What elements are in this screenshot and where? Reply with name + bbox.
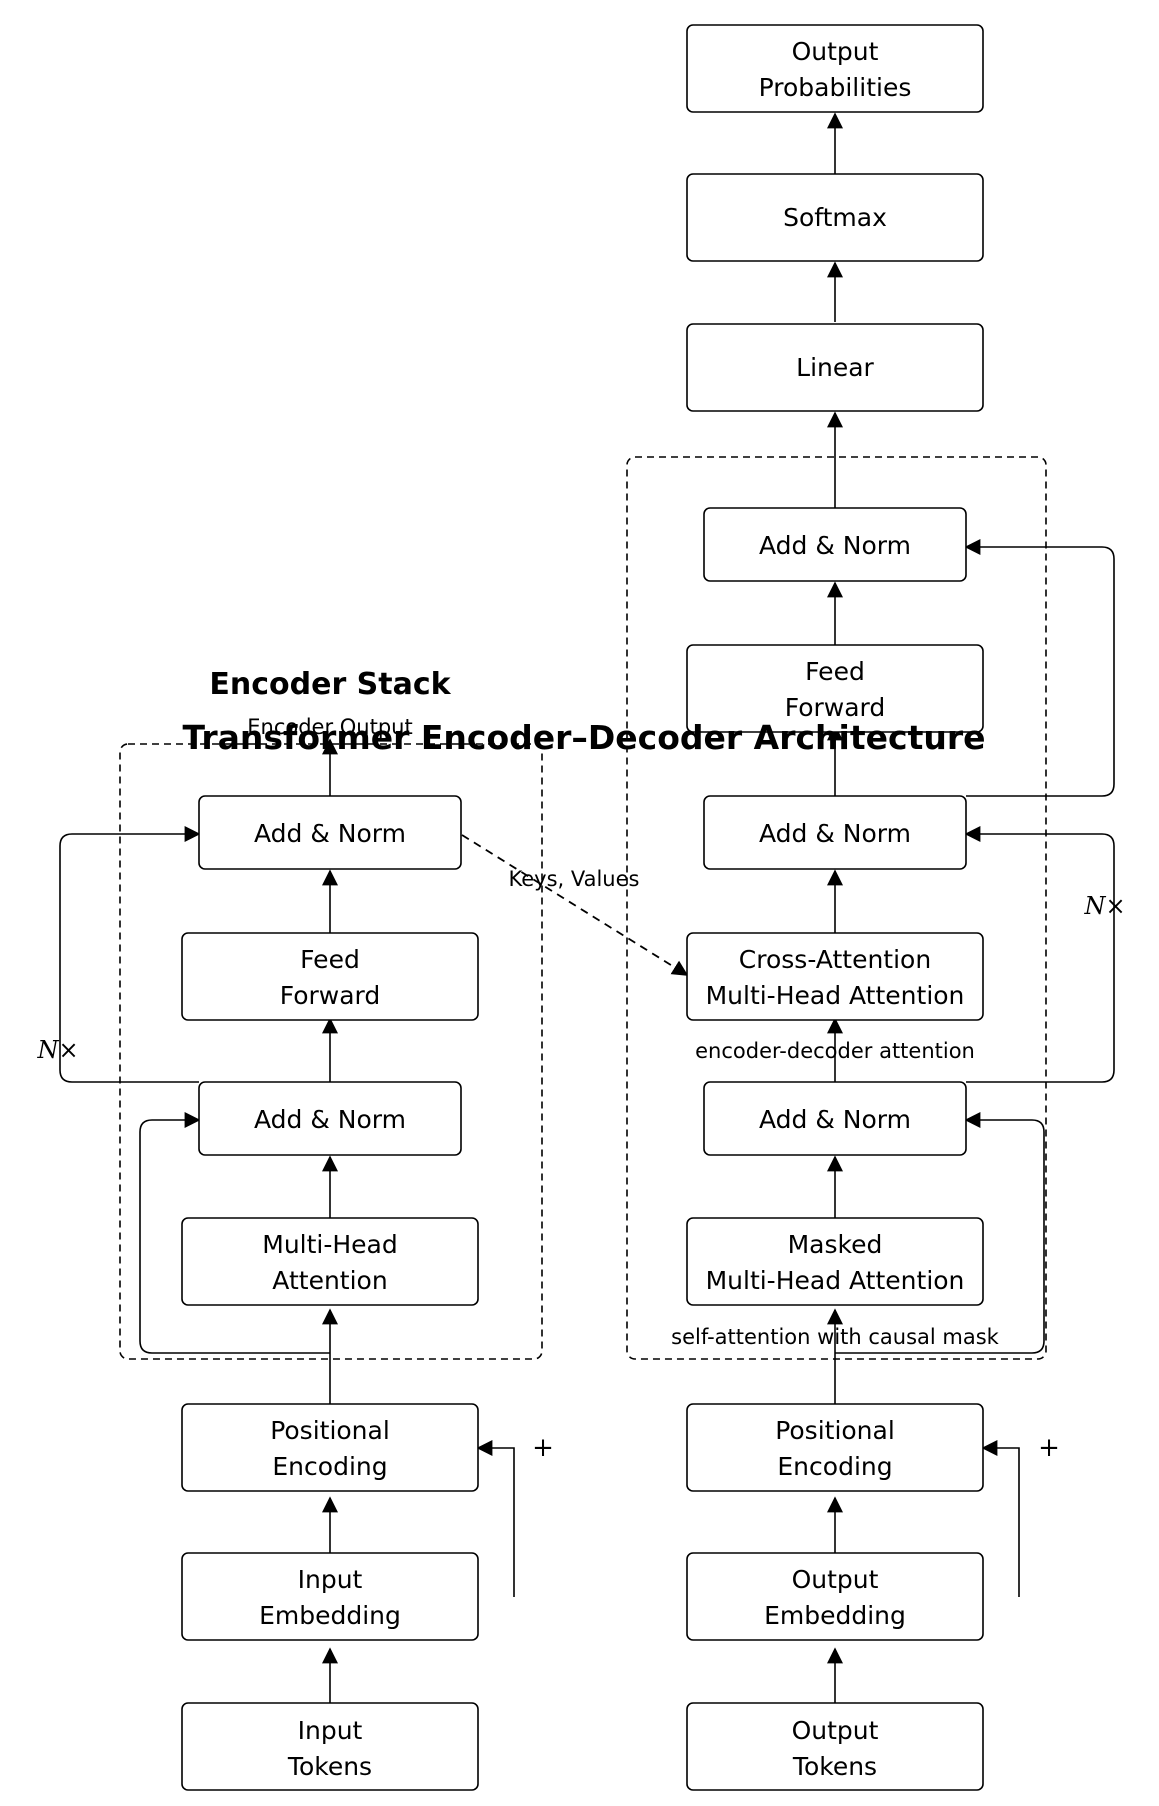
encoder-tokens-line2: Tokens [287, 1752, 372, 1781]
decoder-norm2-line1: Add & Norm [759, 819, 911, 848]
decoder-probabilities-line2: Probabilities [759, 73, 912, 102]
decoder-norm3-line1: Add & Norm [759, 531, 911, 560]
svg-text:Softmax: Softmax [783, 203, 887, 232]
decoder-tokens-line2: Tokens [792, 1752, 877, 1781]
encoder-stack-heading: Encoder Stack [209, 667, 451, 702]
svg-text:Add & Norm: Add & Norm [759, 1105, 911, 1134]
encoder-output-label: Encoder Output [247, 715, 412, 739]
decoder-linear-line1: Linear [796, 353, 874, 382]
encoder-ffn-line2: Forward [280, 981, 381, 1010]
decoder-add-norm-3-box: Add & Norm [703, 507, 967, 582]
decoder-ffn-line2: Forward [785, 693, 886, 722]
encoder-wires [59, 738, 515, 1703]
cross-attention-note: encoder-decoder attention [695, 1039, 975, 1063]
keys-values-label: Keys, Values [509, 867, 640, 891]
encoder-repeat-label: N× [36, 1036, 78, 1064]
encoder-add-norm-2-box: Add & Norm [198, 795, 462, 870]
decoder-probabilities-line1: Output [792, 37, 879, 66]
diagram-title: Transformer Encoder–Decoder Architecture [182, 718, 985, 757]
decoder-embedding-line1: Output [792, 1565, 879, 1594]
keys-values-arrow [461, 834, 689, 976]
decoder-linear-box: Linear [686, 323, 984, 412]
decoder-positional-line1: Positional [775, 1416, 895, 1445]
decoder-plus-sign: + [1038, 1433, 1060, 1463]
svg-text:Add & Norm: Add & Norm [254, 819, 406, 848]
svg-text:Add & Norm: Add & Norm [759, 819, 911, 848]
encoder-attention-line1: Multi-Head [262, 1230, 398, 1259]
decoder-norm1-line1: Add & Norm [759, 1105, 911, 1134]
decoder-cross-line2: Multi-Head Attention [706, 981, 965, 1010]
decoder-wires [827, 112, 1115, 1703]
decoder-repeat-label: N× [1083, 892, 1125, 920]
encoder-positional-line1: Positional [270, 1416, 390, 1445]
decoder-tokens-line1: Output [792, 1716, 879, 1745]
encoder-norm1-line1: Add & Norm [254, 1105, 406, 1134]
encoder-ffn-line1: Feed [300, 945, 360, 974]
decoder-masked-line2: Multi-Head Attention [706, 1266, 965, 1295]
encoder-attention-line2: Attention [272, 1266, 387, 1295]
svg-text:Add & Norm: Add & Norm [254, 1105, 406, 1134]
encoder-add-norm-1-box: Add & Norm [198, 1081, 462, 1156]
encoder-tokens-line1: Input [298, 1716, 363, 1745]
encoder-plus-sign: + [532, 1433, 554, 1463]
svg-text:Add & Norm: Add & Norm [759, 531, 911, 560]
decoder-embedding-line2: Embedding [764, 1601, 906, 1630]
encoder-embedding-line1: Input [298, 1565, 363, 1594]
self-attention-note: self-attention with causal mask [671, 1325, 1000, 1349]
encoder-positional-line2: Encoding [272, 1452, 387, 1481]
encoder-embedding-line2: Embedding [259, 1601, 401, 1630]
decoder-masked-line1: Masked [788, 1230, 883, 1259]
decoder-cross-line1: Cross-Attention [739, 945, 931, 974]
decoder-stack-frame [626, 456, 1047, 1360]
decoder-add-norm-1-box: Add & Norm [703, 1081, 967, 1156]
decoder-softmax-line1: Softmax [783, 203, 887, 232]
decoder-softmax-box: Softmax [686, 173, 984, 262]
decoder-positional-line2: Encoding [777, 1452, 892, 1481]
decoder-add-norm-2-box: Add & Norm [703, 795, 967, 870]
decoder-ffn-line1: Feed [805, 657, 865, 686]
encoder-norm2-line1: Add & Norm [254, 819, 406, 848]
svg-text:Linear: Linear [796, 353, 874, 382]
